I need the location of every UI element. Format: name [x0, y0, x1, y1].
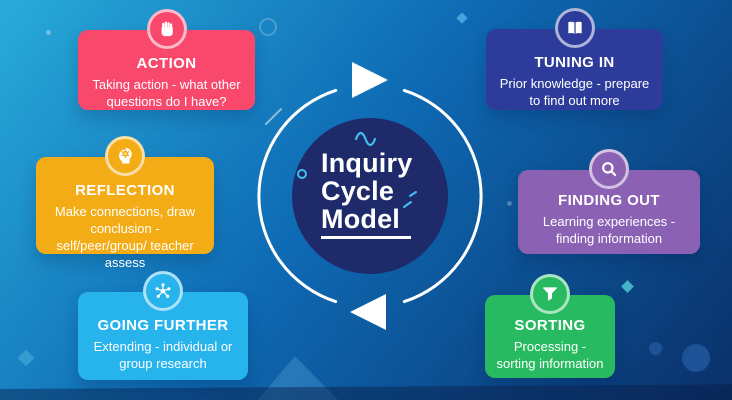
title-line-2: Cycle: [321, 176, 395, 206]
card-finding-out: FINDING OUT Learning experiences - findi…: [518, 149, 700, 254]
dot-decoration: [507, 201, 512, 206]
open-book-icon: [554, 8, 595, 48]
card-title: SORTING: [514, 317, 586, 334]
card-going-further: GOING FURTHER Extending - individual or …: [78, 271, 248, 380]
dot-decoration: [46, 30, 51, 35]
arrow-left-icon: [350, 294, 386, 330]
center-decorations: [297, 131, 417, 208]
ring-arc-left: [257, 88, 338, 304]
diagram-title: Inquiry Cycle Model: [321, 149, 412, 239]
center-circle: Inquiry Cycle Model: [292, 118, 448, 274]
small-ring-icon: [297, 169, 307, 179]
title-line-3: Model: [321, 205, 411, 239]
card-reflection: REFLECTION Make connections, draw conclu…: [36, 136, 214, 270]
card-description: Taking action - what other questions do …: [92, 77, 241, 110]
ring-arc-right: [402, 88, 483, 304]
card-description: Prior knowledge - prepare to find out mo…: [499, 76, 650, 109]
slash-decoration: [265, 108, 282, 125]
faint-ring-decoration: [259, 18, 277, 36]
card-description: Learning experiences - finding informati…: [542, 214, 676, 247]
dot-decoration: [682, 344, 710, 372]
bottom-band-decoration: [0, 384, 732, 400]
squiggle-icon: [354, 131, 377, 147]
arrow-right-icon: [352, 62, 388, 98]
card-description: Processing - sorting information: [496, 339, 604, 372]
card-title: FINDING OUT: [558, 192, 660, 209]
card-title: ACTION: [136, 55, 197, 72]
dot-decoration: [649, 342, 662, 355]
card-action: ACTION Taking action - what other questi…: [78, 9, 255, 110]
card-title: TUNING IN: [534, 54, 615, 71]
head-gear-icon: [105, 136, 145, 176]
card-tuning-in: TUNING IN Prior knowledge - prepare to f…: [486, 8, 663, 110]
card-title: GOING FURTHER: [97, 317, 229, 334]
card-description: Make connections, draw conclusion - self…: [54, 204, 196, 271]
card-description: Extending - individual or group research: [93, 339, 233, 372]
funnel-icon: [530, 274, 570, 314]
sparkle-icon: [403, 191, 417, 208]
card-title: REFLECTION: [75, 182, 175, 199]
search-icon: [589, 149, 629, 189]
card-sorting: SORTING Processing - sorting information: [485, 274, 615, 378]
title-line-1: Inquiry: [321, 148, 413, 178]
fist-icon: [146, 9, 187, 49]
network-icon: [143, 271, 183, 311]
